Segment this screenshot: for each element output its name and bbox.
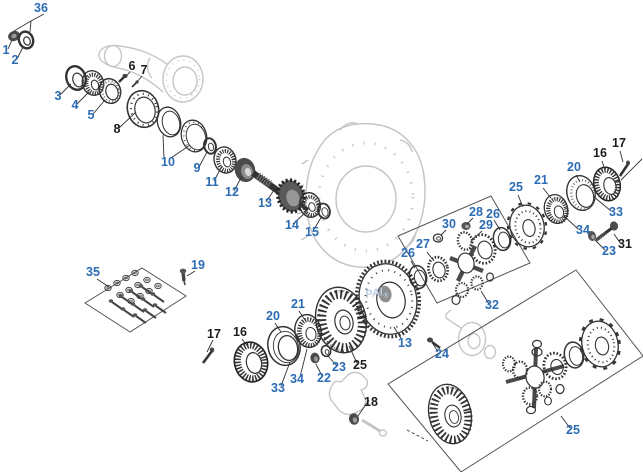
callout-36: 36 [34,1,48,15]
callout-18: 18 [364,395,378,409]
callout-34: 34 [576,223,590,237]
callout-21: 21 [534,173,548,187]
callout-15: 15 [305,225,319,239]
watermark-text: PAI [364,286,384,301]
callout-25: 25 [566,423,580,437]
washer-23-center [320,344,332,358]
snap-ring-15 [317,202,331,220]
ghost-bearing-cap [328,371,388,437]
callout-5: 5 [88,108,95,122]
callout-22: 22 [317,371,331,385]
spacer-9 [203,137,217,155]
pin-17-center [201,347,215,364]
callout-33: 33 [271,381,285,395]
leader-lines [7,13,643,442]
ghost-knuckle-housing [98,44,204,103]
bolt-24 [427,337,441,349]
callout-17: 17 [207,327,221,341]
diff-case-half-25-center [314,286,368,354]
kit-box-25 [387,269,643,472]
callout-33: 33 [609,205,623,219]
callout-25: 25 [353,358,367,372]
ghost-output-yoke [445,309,497,360]
callout-32: 32 [485,298,499,312]
callout-25: 25 [509,180,523,194]
callout-3: 3 [55,89,62,103]
callout-7: 7 [141,63,148,77]
bearing-cup-5 [98,77,122,105]
callout-13: 13 [258,196,272,210]
callout-34: 34 [290,372,304,386]
callout-27: 27 [416,237,430,251]
fitting-19 [179,268,187,286]
nut-18 [348,413,360,425]
callout-30: 30 [442,217,456,231]
svg-text:PAI®: PAI® [364,285,390,303]
nut-22-center [310,352,320,364]
shim-rings-10 [156,106,208,153]
kit-box-32 [397,195,531,304]
callout-17: 17 [612,136,626,150]
callout-35: 35 [86,265,100,279]
bearing-4 [81,69,105,97]
callout-6: 6 [129,59,136,73]
diff-kit-32-parts [408,222,512,306]
drive-pinion-13 [251,170,310,214]
watermark-reg: ® [383,291,390,300]
watermark: PAI® [364,285,390,303]
bearing-11 [213,146,237,174]
callout-19: 19 [191,258,205,272]
pinion-nut-1 [8,30,20,42]
kit-box-35 [84,267,187,333]
callout-1: 1 [3,43,10,57]
callout-4: 4 [72,98,79,112]
ghost-carrier-housing [296,122,426,268]
callout-8: 8 [114,122,121,136]
callout-16: 16 [593,146,607,160]
callout-26: 26 [486,207,500,221]
callout-12: 12 [225,185,239,199]
bolt-6 [118,73,128,83]
callout-23: 23 [332,360,346,374]
diff-kit-25-parts [427,318,621,445]
callout-20: 20 [567,160,581,174]
bearing-14 [298,192,322,218]
bearing-cage-8 [126,89,160,129]
bearing-cone-12 [234,157,256,183]
pinion-washer-2 [17,30,35,50]
callout-11: 11 [205,175,218,189]
ring-gear-13-center [354,259,422,339]
callout-24: 24 [435,347,449,361]
callout-13: 13 [398,336,412,350]
callout-14: 14 [285,218,299,232]
callout-26: 26 [401,246,415,260]
callout-23: 23 [602,244,616,258]
callout-31: 31 [618,237,632,251]
callout-2: 2 [12,53,19,67]
callout-16: 16 [233,325,247,339]
callout-10: 10 [161,155,175,169]
adjusting-ring-16-center [233,341,269,383]
callout-21: 21 [291,297,305,311]
callout-9: 9 [194,161,201,175]
callout-29: 29 [479,218,493,232]
callout-28: 28 [469,205,483,219]
callout-20: 20 [266,309,280,323]
